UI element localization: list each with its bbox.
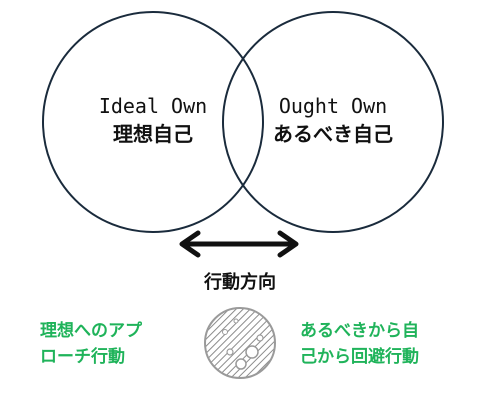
approach-label-line1: 理想へのアプ <box>40 321 142 341</box>
approach-label-line2: ローチ行動 <box>40 347 125 367</box>
ought-self-circle <box>222 11 444 233</box>
double-arrow-icon <box>179 230 299 258</box>
approach-label: 理想へのアプ ローチ行動 <box>40 318 200 370</box>
ideal-self-label: Ideal Own 理想自己 <box>63 92 243 148</box>
direction-label: 行動方向 <box>204 272 276 293</box>
ought-self-label: Ought Own あるべき自己 <box>243 92 423 148</box>
ought-self-japanese: あるべき自己 <box>273 122 393 146</box>
ideal-self-circle <box>42 11 264 233</box>
avoidance-label-line2: 己から回避行動 <box>300 347 419 367</box>
hatched-ball-icon <box>204 307 276 379</box>
avoidance-label: あるべきから自 己から回避行動 <box>300 318 470 370</box>
ought-self-english: Ought Own <box>278 94 388 118</box>
avoidance-label-line1: あるべきから自 <box>300 321 419 341</box>
ideal-self-english: Ideal Own <box>98 94 208 118</box>
ideal-self-japanese: 理想自己 <box>113 122 193 146</box>
